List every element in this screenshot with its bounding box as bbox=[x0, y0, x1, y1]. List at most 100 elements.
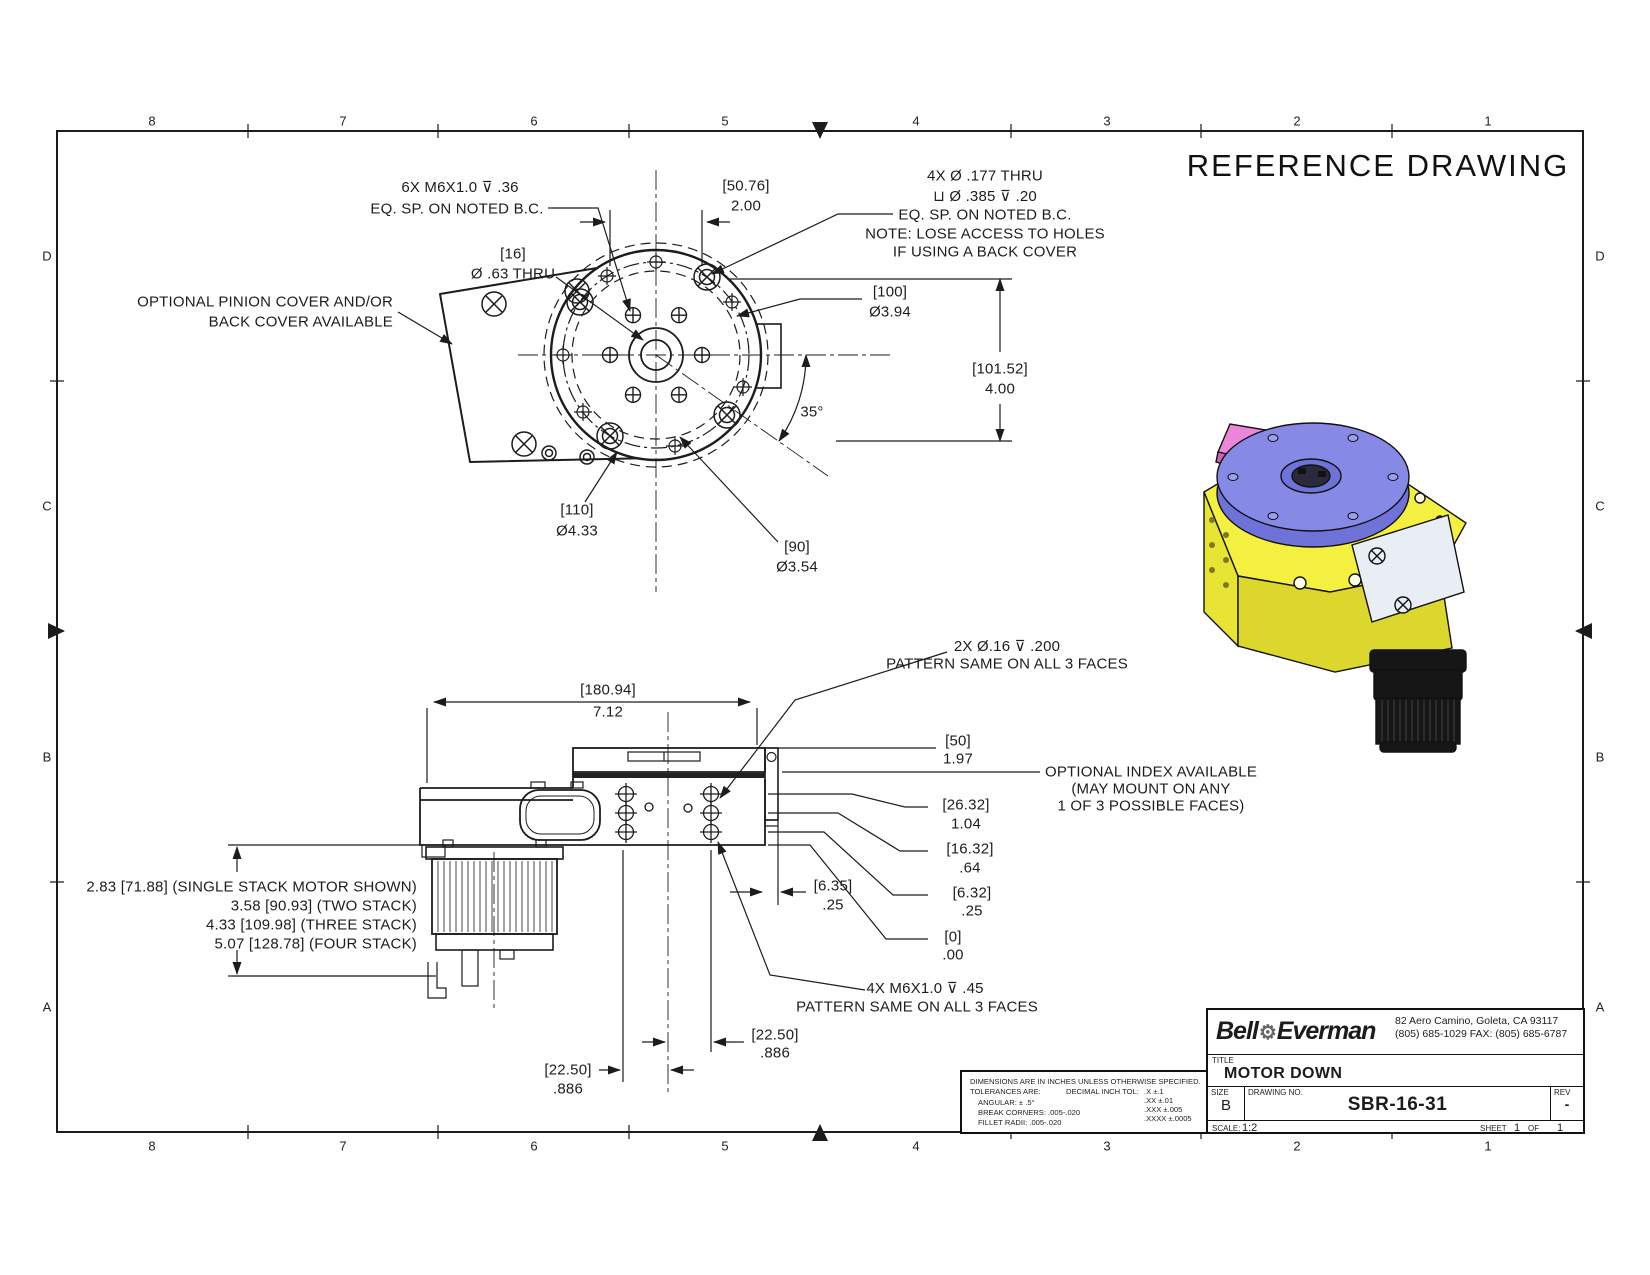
note-stack-heights: 2.83 [71.88] (SINGLE STACK MOTOR SHOWN) bbox=[86, 878, 417, 896]
note-4x-holes: NOTE: LOSE ACCESS TO HOLES bbox=[865, 225, 1105, 243]
of-label: OF bbox=[1528, 1124, 1540, 1133]
drawing-title: MOTOR DOWN bbox=[1224, 1065, 1343, 1082]
note-4x-holes: ⊔ Ø .385 ⊽ .20 bbox=[933, 188, 1037, 205]
dim-50-76-in: 2.00 bbox=[731, 197, 761, 215]
dim-6-32-in: .25 bbox=[961, 902, 983, 920]
dim-100-in: Ø3.94 bbox=[869, 303, 911, 321]
dim-16-32-in: .64 bbox=[959, 859, 981, 877]
drawing-number-value: SBR-16-31 bbox=[1347, 1094, 1448, 1115]
dim-90-in: Ø3.54 bbox=[776, 558, 818, 576]
drawing-no-label: DRAWING NO. bbox=[1248, 1088, 1303, 1097]
border-zone-label: B bbox=[1595, 749, 1605, 765]
break-corners: BREAK CORNERS: .005-.020 bbox=[978, 1108, 1081, 1117]
border-zone-label: 3 bbox=[1103, 113, 1111, 129]
dim-6-32-mm: [6.32] bbox=[952, 884, 992, 902]
company-address: 82 Aero Camino, Goleta, CA 93117 (805) 6… bbox=[1395, 1015, 1577, 1041]
note-4x-m6: PATTERN SAME ON ALL 3 FACES bbox=[796, 998, 1038, 1016]
size-cell: SIZE B bbox=[1208, 1086, 1245, 1120]
border-zone-label: D bbox=[1595, 248, 1605, 264]
border-zone-label: D bbox=[42, 248, 52, 264]
border-zone-label: 2 bbox=[1293, 113, 1301, 129]
note-4x-holes: IF USING A BACK COVER bbox=[892, 243, 1078, 261]
note-4x-holes: 4X Ø .177 THRU bbox=[927, 167, 1043, 185]
border-zone-label: 6 bbox=[530, 113, 538, 129]
note-optional-index: (MAY MOUNT ON ANY bbox=[1071, 780, 1231, 798]
title-block-logo-row: Bell⚙Everman 82 Aero Camino, Goleta, CA … bbox=[1208, 1010, 1583, 1055]
drawing-number-cell: DRAWING NO. SBR-16-31 bbox=[1245, 1086, 1550, 1120]
company-logo: Bell⚙Everman bbox=[1216, 1017, 1376, 1046]
size-label: SIZE bbox=[1211, 1088, 1229, 1097]
dim-101-52-mm: [101.52] bbox=[972, 360, 1028, 378]
tolerances-are-label: TOLERANCES ARE: bbox=[970, 1087, 1041, 1096]
iso-3d-view bbox=[1203, 422, 1467, 753]
scale-sheet-row: SCALE: 1:2 SHEET 1 OF 1 bbox=[1208, 1120, 1583, 1134]
dim-50-mm: [50] bbox=[945, 732, 971, 750]
border-zone-label: 5 bbox=[721, 113, 729, 129]
tol-xxxx: .XXXX ±.0005 bbox=[1144, 1114, 1192, 1123]
title-block: Bell⚙Everman 82 Aero Camino, Goleta, CA … bbox=[1206, 1008, 1585, 1134]
border-zone-label: C bbox=[1595, 498, 1605, 514]
note-stack-heights: 3.58 [90.93] (TWO STACK) bbox=[230, 897, 417, 915]
border-zone-label: 1 bbox=[1484, 113, 1492, 129]
dim-90-mm: [90] bbox=[784, 538, 810, 556]
sheet-label: SHEET bbox=[1480, 1124, 1507, 1133]
border-zone-label: 3 bbox=[1103, 1138, 1111, 1154]
dim-0-mm: [0] bbox=[944, 928, 962, 946]
note-pinion-cover: BACK COVER AVAILABLE bbox=[208, 313, 393, 331]
dim-50-in: 1.97 bbox=[943, 750, 973, 768]
gear-icon: ⚙ bbox=[1258, 1022, 1277, 1044]
border-zone-label: B bbox=[42, 749, 52, 765]
border-zone-label: 8 bbox=[148, 1138, 156, 1154]
sheet-number: 1 bbox=[1514, 1122, 1521, 1134]
dim-100-mm: [100] bbox=[872, 283, 908, 301]
dim-110-mm: [110] bbox=[560, 501, 594, 519]
reference-drawing-label: REFERENCE DRAWING bbox=[1186, 148, 1570, 183]
note-4x-holes: EQ. SP. ON NOTED B.C. bbox=[898, 206, 1072, 224]
dim-0-in: .00 bbox=[942, 946, 964, 964]
scale-value: 1:2 bbox=[1242, 1122, 1258, 1134]
border-zone-label: 7 bbox=[339, 113, 347, 129]
size-value: B bbox=[1220, 1097, 1231, 1114]
dim-22-50-left-in: .886 bbox=[553, 1080, 583, 1098]
border-zone-label: 7 bbox=[339, 1138, 347, 1154]
dim-180-94-in: 7.12 bbox=[593, 703, 623, 721]
note-optional-index: 1 OF 3 POSSIBLE FACES) bbox=[1057, 797, 1245, 815]
dim-101-52-in: 4.00 bbox=[985, 380, 1015, 398]
dim-6-35-mm: [6.35] bbox=[813, 877, 853, 895]
dim-26-32-mm: [26.32] bbox=[942, 796, 990, 814]
tol-xx: .XX ±.01 bbox=[1144, 1096, 1174, 1105]
dim-22-50-right-mm: [22.50] bbox=[751, 1026, 799, 1044]
border-zone-label: 2 bbox=[1293, 1138, 1301, 1154]
dim-16-32-mm: [16.32] bbox=[946, 840, 994, 858]
border-zone-label: A bbox=[42, 999, 52, 1015]
note-stack-heights: 5.07 [128.78] (FOUR STACK) bbox=[214, 935, 417, 953]
top-view-drawing bbox=[397, 170, 1012, 592]
note-stack-heights: 4.33 [109.98] (THREE STACK) bbox=[205, 916, 417, 934]
fillet-radii: FILLET RADII: .005-.020 bbox=[978, 1118, 1062, 1127]
border-zone-label: 6 bbox=[530, 1138, 538, 1154]
note-2x-holes: PATTERN SAME ON ALL 3 FACES bbox=[886, 655, 1128, 673]
address-line-2: (805) 685-1029 FAX: (805) 685-6787 bbox=[1395, 1028, 1568, 1040]
border-zone-label: 1 bbox=[1484, 1138, 1492, 1154]
rev-value: - bbox=[1564, 1096, 1570, 1112]
dim-22-50-left-mm: [22.50] bbox=[544, 1061, 592, 1079]
dim-26-32-in: 1.04 bbox=[951, 815, 981, 833]
rev-label: REV bbox=[1554, 1088, 1571, 1097]
tolerance-note: DIMENSIONS ARE IN INCHES UNLESS OTHERWIS… bbox=[970, 1077, 1201, 1086]
note-optional-index: OPTIONAL INDEX AVAILABLE bbox=[1044, 763, 1258, 781]
dim-50-76-mm: [50.76] bbox=[722, 177, 770, 195]
note-pinion-cover: OPTIONAL PINION COVER AND/OR bbox=[137, 293, 393, 311]
dim-180-94-mm: [180.94] bbox=[580, 681, 636, 699]
logo-bell-text: Bell bbox=[1216, 1017, 1259, 1045]
decimal-inch-tol-label: DECIMAL INCH TOL: bbox=[1066, 1087, 1139, 1096]
rev-cell: REV - bbox=[1550, 1086, 1583, 1120]
side-view-drawing bbox=[228, 651, 1040, 1092]
dim-16-in: Ø .63 THRU bbox=[470, 265, 556, 283]
dim-angle-35: 35° bbox=[800, 403, 824, 421]
sheet-total: 1 bbox=[1557, 1122, 1564, 1134]
tol-x: .X ±.1 bbox=[1144, 1087, 1164, 1096]
border-zone-label: 8 bbox=[148, 113, 156, 129]
dim-16-mm: [16] bbox=[500, 245, 526, 263]
